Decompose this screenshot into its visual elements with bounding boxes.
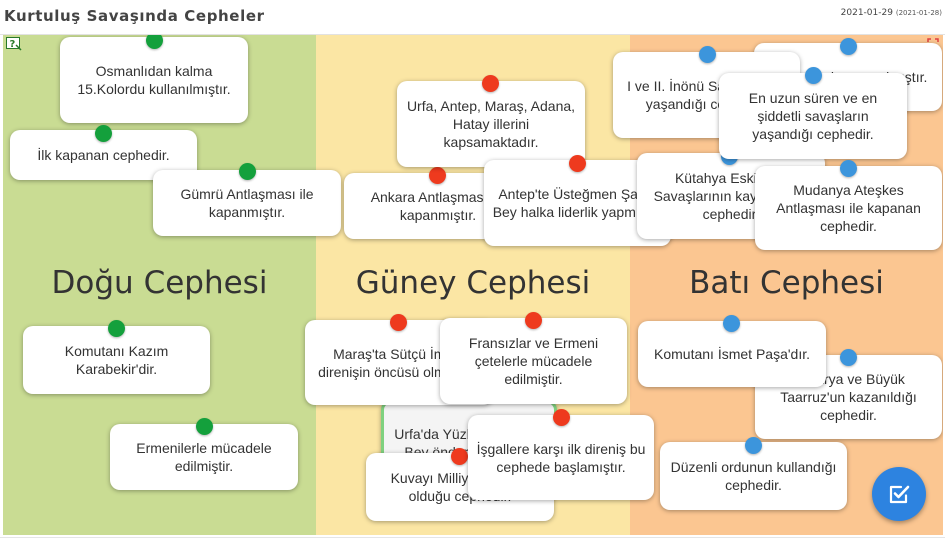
pin-red [482, 75, 499, 92]
card-text: Maraş'ta Sütçü İmam direnişin öncüsü olm… [318, 345, 480, 380]
date-main: 2021-01-29 [840, 8, 893, 18]
card-4[interactable]: Ermenilerle mücadele edilmiştir. [110, 424, 298, 490]
card-text: Komutanı Kazım Karabekir'dir. [64, 343, 169, 377]
card-3[interactable]: Komutanı Kazım Karabekir'dir. [23, 326, 210, 394]
card-text: Düzenli ordunun kullandığı cephedir. [670, 459, 837, 493]
card-text: Ankara Antlaşması ile kapanmıştır. [370, 189, 506, 223]
card-text: En uzun süren ve en şiddetli savaşların … [748, 90, 878, 142]
card-15[interactable]: En uzun süren ve en şiddetli savaşların … [719, 73, 907, 159]
pin-blue [805, 67, 822, 84]
header-bar: Kurtuluş Savaşında Cepheler 2021-01-29 (… [0, 0, 945, 35]
help-icon[interactable]: ? [6, 37, 22, 51]
check-answers-button[interactable] [872, 467, 926, 521]
card-text: Gümrü Antlaşması ile kapanmıştır. [180, 186, 314, 220]
pin-blue [840, 38, 857, 55]
pin-blue [840, 349, 857, 366]
pin-green [196, 418, 213, 435]
card-text: Fransızlar ve Ermeni çetelerle mücadele … [468, 335, 599, 387]
pin-blue [745, 437, 762, 454]
pin-green [239, 163, 256, 180]
pin-red [390, 314, 407, 331]
svg-text:?: ? [10, 39, 16, 50]
pin-red [429, 167, 446, 184]
card-text: İlk kapanan cephedir. [37, 147, 170, 163]
pin-red [525, 312, 542, 329]
date-sub: (2021-01-28) [895, 9, 942, 17]
check-icon [889, 485, 910, 504]
pin-blue [723, 315, 740, 332]
pin-green [95, 125, 112, 142]
board: Doğu Cephesi Güney Cephesi Batı Cephesi … [3, 35, 943, 535]
card-text: İşgallere karşı ilk direniş bu cephede b… [476, 440, 646, 475]
card-12[interactable]: İşgallere karşı ilk direniş bu cephede b… [468, 415, 654, 500]
card-17[interactable]: Mudanya Ateşkes Antlaşması ile kapanan c… [755, 166, 942, 250]
column-title-dogu: Doğu Cephesi [51, 265, 268, 301]
card-text: Mudanya Ateşkes Antlaşması ile kapanan c… [776, 182, 921, 234]
card-9[interactable]: Fransızlar ve Ermeni çetelerle mücadele … [440, 318, 627, 404]
pin-green [146, 35, 163, 49]
card-text: Antep'te Üsteğmen Şahin Bey halka liderl… [492, 186, 663, 220]
date-stamp: 2021-01-29 (2021-01-28) [841, 8, 942, 18]
card-text: Urfa, Antep, Maraş, Adana, Hatay illerin… [406, 98, 576, 150]
card-18[interactable]: Komutanı İsmet Paşa'dır. [638, 321, 826, 387]
card-text: Ermenilerle mücadele edilmiştir. [136, 440, 272, 474]
card-0[interactable]: Osmanlıdan kalma 15.Kolordu kullanılmışt… [60, 37, 248, 123]
pin-red [569, 155, 586, 172]
pin-green [108, 320, 125, 337]
page-title: Kurtuluş Savaşında Cepheler [4, 7, 265, 25]
card-1[interactable]: İlk kapanan cephedir. [10, 130, 197, 180]
column-title-guney: Güney Cephesi [355, 265, 591, 301]
card-2[interactable]: Gümrü Antlaşması ile kapanmıştır. [153, 170, 341, 236]
fullscreen-icon[interactable] [927, 38, 939, 50]
pin-red [451, 448, 468, 465]
pin-red [553, 409, 570, 426]
pin-blue [840, 160, 857, 177]
card-5[interactable]: Urfa, Antep, Maraş, Adana, Hatay illerin… [397, 81, 585, 167]
column-title-bati: Batı Cephesi [689, 265, 884, 301]
card-text: Komutanı İsmet Paşa'dır. [654, 346, 810, 362]
pin-blue [699, 46, 716, 63]
footer-divider [0, 537, 945, 538]
card-text: Osmanlıdan kalma 15.Kolordu kullanılmışt… [77, 63, 231, 97]
